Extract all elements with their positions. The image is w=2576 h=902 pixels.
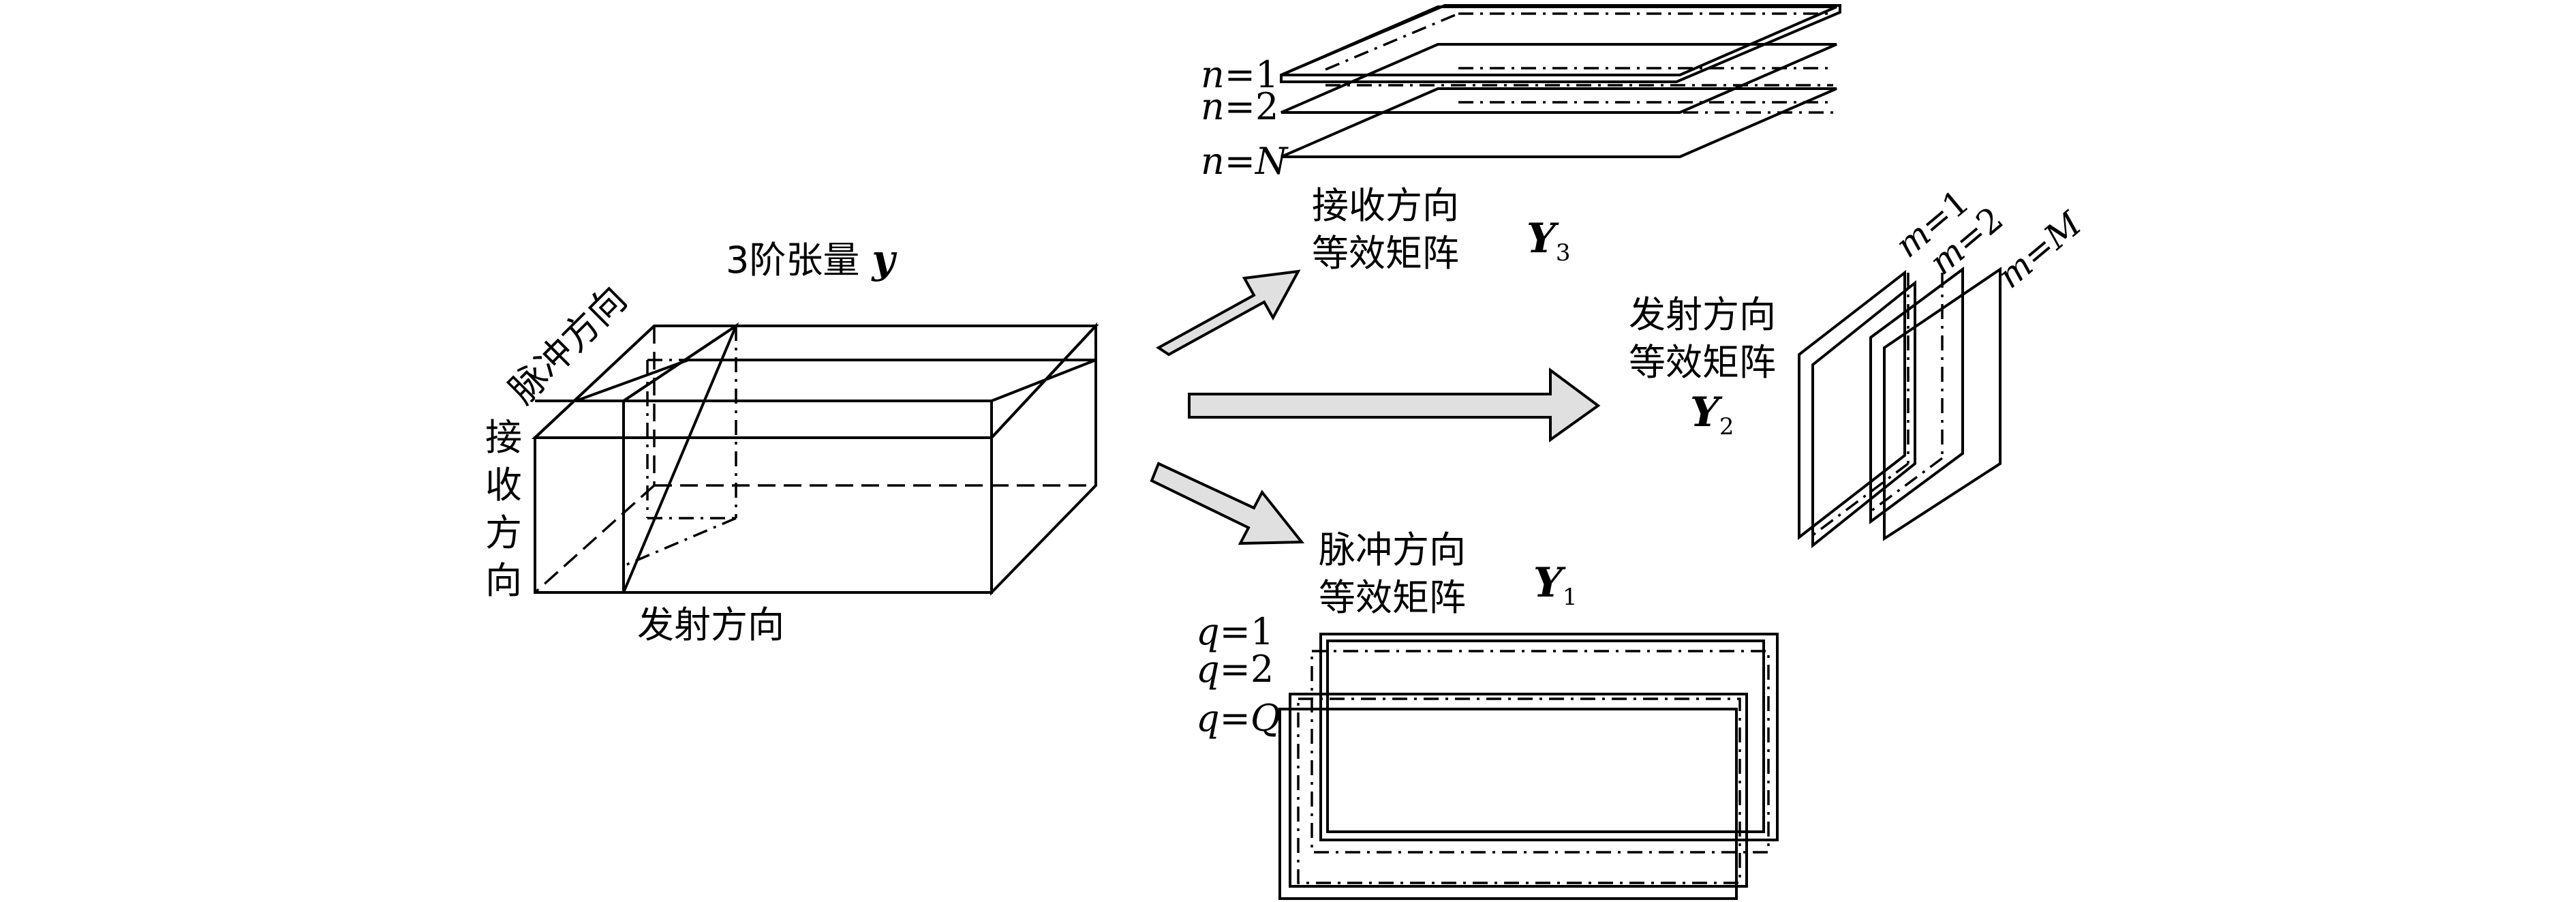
transmit-slice-m1-inner-b [1811,462,1910,537]
receive-slice-n2 [1281,43,1837,114]
receive-matrix-slices [1280,4,1841,158]
transmit-slice-mM [1883,267,2002,541]
pulse-slice-label-qQ: q=Q [1196,697,1281,740]
pulse-slice-q1-inner [1326,640,1765,833]
receive-slice-nN [1281,87,1837,158]
pulse-slice-qQ [1278,708,1738,900]
receive-slice-n1-inner [1325,12,1459,71]
tensor-front-slice [531,325,1097,439]
transmit-slice-m1 [1798,269,1906,541]
transmit-matrix-slices [1798,267,2002,549]
pulse-slice-q3 [1289,693,1748,888]
tensor-pulse-direction-label: 脉冲方向 [501,277,635,412]
tensor-receive-char-1: 接 [485,416,522,459]
arrow-to-pulse-matrix [1150,462,1305,545]
tensor-receive-char-2: 收 [485,464,522,507]
cuboid-top-face [531,325,1099,439]
tensor-cuboid [531,322,1099,596]
tensor-dashdot-2 [623,517,737,567]
transmit-matrix-label-line2: 等效矩阵 [1629,341,1776,384]
transmit-matrix-label-line1: 发射方向 [1629,293,1776,336]
receive-matrix-symbol: Y3 [1527,215,1570,267]
pulse-matrix-slices [1278,633,1779,900]
arrow-to-receive-matrix [1156,269,1301,357]
arrow-to-transmit-matrix [1188,367,1601,442]
receive-matrix-label-line1: 接收方向 [1312,184,1459,227]
tensor-receive-char-4: 向 [485,559,522,602]
pulse-slice-q1 [1319,633,1779,841]
pulse-matrix-symbol: Y1 [1533,559,1577,611]
pulse-slice-label-q1: q=1 [1196,610,1274,653]
tensor-transmit-direction-label: 发射方向 [637,603,784,646]
pulse-slice-qQ-inner [1297,697,1741,884]
tensor-side-slice-top [622,325,737,402]
pulse-slice-q2 [1310,650,1770,854]
pulse-matrix-label-line1: 脉冲方向 [1319,528,1466,571]
cuboid-hidden-depth [534,484,656,594]
tensor-receive-char-3: 方 [485,511,522,554]
receive-matrix-label-line2: 等效矩阵 [1312,232,1459,275]
tensor-title: 3阶张量 y [726,236,898,282]
pulse-slice-label-q2: q=2 [1196,648,1274,691]
receive-slice-label-n2: n=2 [1201,85,1278,128]
transmit-matrix-symbol: Y2 [1690,389,1734,440]
cuboid-front-face [534,436,993,594]
receive-slice-n1-shape [1281,5,1837,76]
transmit-slice-m1-front [1811,280,1916,549]
tensor-slice-line-b [575,359,689,402]
tensor-side-slice [622,322,739,593]
transmit-slice-m2 [1869,267,1964,524]
receive-slice-label-n1: n=1 [1201,53,1278,96]
transmit-slice-label-mM: m=M [1990,203,2089,296]
transmit-slice-m2-inner-b [1869,457,1944,513]
pulse-matrix-label-line2: 等效矩阵 [1319,576,1466,619]
receive-slice-label-nN: n=N [1201,140,1289,183]
